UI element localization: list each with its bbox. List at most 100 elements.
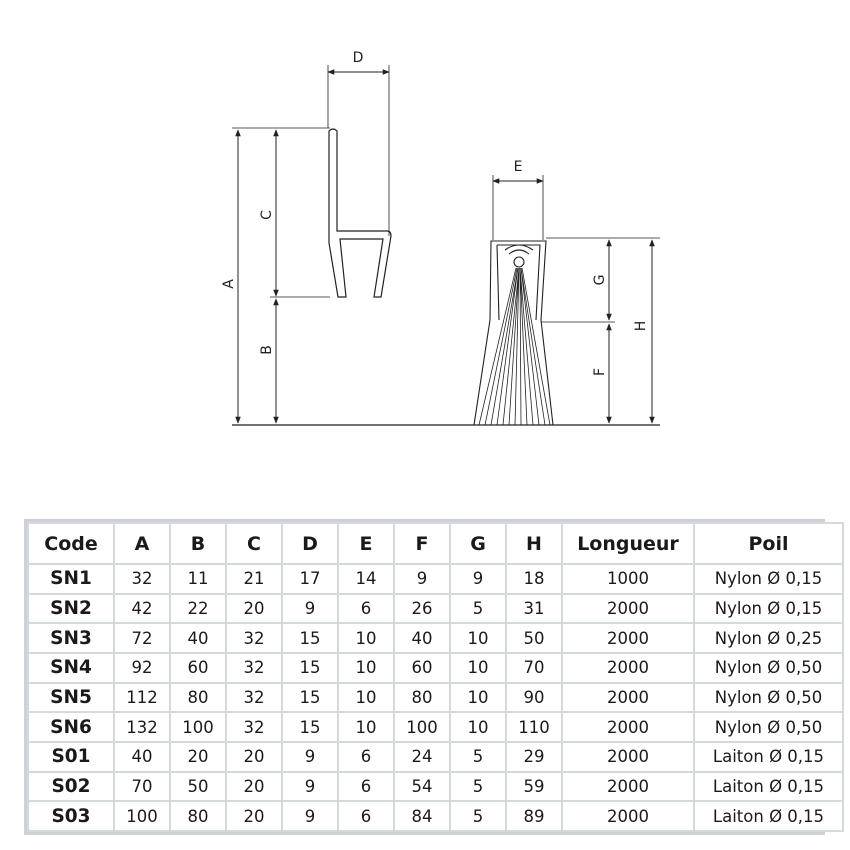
column-header: H (507, 524, 561, 563)
table-cell: Laiton Ø 0,15 (695, 742, 842, 771)
column-header: Longueur (563, 524, 693, 563)
table-cell: 10 (451, 653, 505, 682)
column-header: Poil (695, 524, 842, 563)
table-cell: 2000 (563, 594, 693, 623)
column-header: B (171, 524, 225, 563)
table-cell: Nylon Ø 0,25 (695, 624, 842, 652)
table-cell: 9 (283, 742, 337, 771)
table-cell: 9 (283, 594, 337, 623)
table-cell: 6 (339, 802, 393, 830)
table-cell: 112 (115, 683, 169, 712)
column-header: G (451, 524, 505, 563)
table-cell: 6 (339, 742, 393, 771)
table-cell: 32 (227, 683, 281, 712)
table-cell: 1000 (563, 565, 693, 593)
table-cell: 132 (115, 713, 169, 741)
table-cell: 92 (115, 653, 169, 682)
dim-label-e: E (514, 159, 523, 175)
table-cell: 40 (171, 624, 225, 652)
table-cell: 15 (283, 713, 337, 741)
table-cell: 2000 (563, 624, 693, 652)
technical-drawing: D E A C B G F H (221, 50, 660, 426)
table-cell: 90 (507, 683, 561, 712)
table-cell: 10 (451, 713, 505, 741)
table-cell: Nylon Ø 0,50 (695, 683, 842, 712)
table-cell: 100 (171, 713, 225, 741)
row-code-cell: S01 (29, 742, 113, 771)
table-cell: 40 (115, 742, 169, 771)
table-cell: 9 (283, 802, 337, 830)
row-code-cell: SN3 (29, 624, 113, 652)
table-cell: 60 (171, 653, 225, 682)
table-cell: 72 (115, 624, 169, 652)
column-header: F (395, 524, 449, 563)
column-header: C (227, 524, 281, 563)
row-code-cell: S03 (29, 802, 113, 830)
table-cell: 15 (283, 624, 337, 652)
table-cell: 20 (227, 742, 281, 771)
table-cell: 31 (507, 594, 561, 623)
row-code-cell: SN2 (29, 594, 113, 623)
table-cell: 54 (395, 772, 449, 801)
table-cell: 2000 (563, 742, 693, 771)
table-cell: 40 (395, 624, 449, 652)
table-cell: 32 (115, 565, 169, 593)
table-cell: 26 (395, 594, 449, 623)
table-cell: 5 (451, 772, 505, 801)
dim-label-a: A (221, 279, 237, 289)
table-cell: Nylon Ø 0,50 (695, 713, 842, 741)
table-cell: 2000 (563, 713, 693, 741)
table-cell: 14 (339, 565, 393, 593)
table-cell: 9 (451, 565, 505, 593)
column-header: D (283, 524, 337, 563)
table-cell: 10 (451, 624, 505, 652)
table-cell: Nylon Ø 0,50 (695, 653, 842, 682)
table-cell: 20 (227, 772, 281, 801)
column-header: Code (29, 524, 113, 563)
table-cell: 32 (227, 624, 281, 652)
table-cell: 10 (339, 713, 393, 741)
table-cell: 70 (115, 772, 169, 801)
table-cell: Laiton Ø 0,15 (695, 802, 842, 830)
table-cell: 20 (227, 802, 281, 830)
table-cell: 60 (395, 653, 449, 682)
dimension-lines (232, 65, 660, 426)
table-cell: 84 (395, 802, 449, 830)
row-code-cell: SN5 (29, 683, 113, 712)
table-cell: 11 (171, 565, 225, 593)
table-cell: 2000 (563, 653, 693, 682)
table-cell: 100 (395, 713, 449, 741)
table-cell: 10 (451, 683, 505, 712)
row-code-cell: S02 (29, 772, 113, 801)
table-cell: 50 (507, 624, 561, 652)
table-cell: 9 (283, 772, 337, 801)
table-cell: 6 (339, 594, 393, 623)
table-cell: 59 (507, 772, 561, 801)
dim-label-g: G (592, 275, 608, 286)
dim-label-d: D (353, 50, 364, 66)
column-header: A (115, 524, 169, 563)
dim-label-f: F (592, 368, 608, 376)
table-cell: 29 (507, 742, 561, 771)
table-cell: 5 (451, 802, 505, 830)
table-cell: 15 (283, 683, 337, 712)
table-cell: Nylon Ø 0,15 (695, 565, 842, 593)
table-cell: 10 (339, 653, 393, 682)
table-cell: 17 (283, 565, 337, 593)
table-cell: 22 (171, 594, 225, 623)
table-cell: Laiton Ø 0,15 (695, 772, 842, 801)
table-cell: 100 (115, 802, 169, 830)
holder-profile (328, 128, 392, 298)
dim-label-b: B (259, 345, 275, 355)
table-cell: 5 (451, 594, 505, 623)
table-cell: 15 (283, 653, 337, 682)
